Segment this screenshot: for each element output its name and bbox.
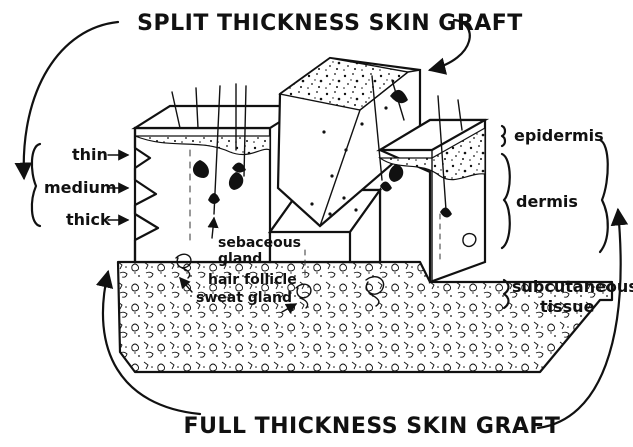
full-thickness-title: FULL THICKNESS SKIN GRAFT	[184, 414, 561, 439]
dermis-brace	[502, 154, 510, 248]
label-sebaceous-1: sebaceous	[218, 235, 301, 251]
label-sweat-gland: sweat gland	[196, 290, 292, 306]
full-brace	[600, 140, 608, 252]
label-epidermis: epidermis	[514, 126, 604, 145]
label-thin: thin	[72, 145, 108, 164]
label-subcutaneous-1: subcutaneous	[512, 277, 633, 296]
label-subcutaneous-2: tissue	[540, 297, 595, 316]
epidermis-brace	[502, 126, 505, 146]
label-medium: medium	[44, 178, 117, 197]
layer-labels: epidermis dermis subcutaneous tissue	[502, 126, 633, 316]
label-sebaceous-2: gland	[218, 251, 262, 267]
label-thick: thick	[66, 210, 111, 229]
thickness-labels: thin medium thick	[32, 144, 128, 229]
label-hair-follicle: hair follicle	[208, 272, 297, 288]
label-dermis: dermis	[516, 192, 578, 211]
skin-block	[118, 58, 612, 372]
thickness-brace	[32, 144, 40, 226]
